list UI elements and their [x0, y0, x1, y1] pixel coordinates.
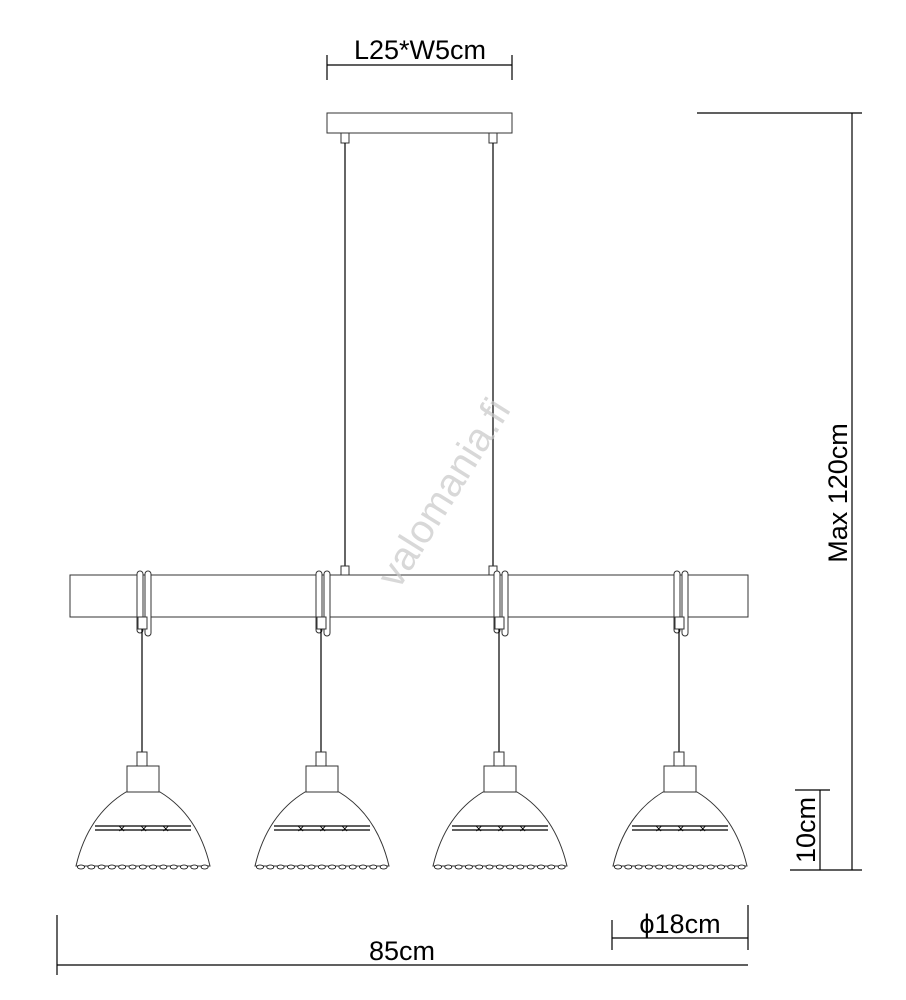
shade-fringe-bead [485, 864, 494, 870]
cord-clamp [674, 616, 685, 630]
svg-text:✕: ✕ [475, 824, 483, 834]
shade-fringe-bead [537, 864, 545, 870]
canopy-connector-left [340, 132, 350, 144]
shade-fringe-bead [727, 864, 736, 870]
svg-text:✕: ✕ [655, 824, 663, 834]
shade-fringe-bead [169, 864, 178, 870]
shade-fringe-bead [338, 864, 347, 870]
shade-fringe-bead [276, 864, 285, 870]
shade-height-label: 10cm [791, 797, 821, 863]
shade-fringe-bead [717, 864, 725, 870]
cord-grip [673, 751, 685, 767]
pendant-lamp-4: ✕ ✕ ✕ [612, 570, 748, 870]
shade-fringe-bead [348, 864, 357, 870]
shade-fringe-bead [200, 864, 209, 870]
cord-grip [493, 751, 505, 767]
shade-fringe-bead [97, 864, 106, 870]
shade-fringe-bead [108, 864, 116, 870]
shade-fringe-bead [645, 864, 653, 870]
cord-grip [136, 751, 148, 767]
canopy-connector-right [488, 132, 498, 144]
lamp-shade [254, 791, 390, 867]
svg-text:✕: ✕ [699, 824, 707, 834]
shade-fringe-bead [434, 864, 442, 870]
shade-fringe-bead [444, 864, 453, 870]
svg-text:✕: ✕ [297, 824, 305, 834]
wooden-beam [69, 574, 749, 618]
shade-fringe-bead [180, 864, 188, 870]
lamp-socket [305, 765, 339, 793]
cord-clamp [316, 616, 327, 630]
canopy-dimension-label: L25*W5cm [354, 35, 486, 65]
total-length-label: 85cm [369, 936, 435, 966]
pendant-lamp-3: ✕ ✕ ✕ [432, 570, 568, 870]
shade-fringe-bead [454, 864, 463, 870]
shade-diameter-label: ϕ18cm [639, 909, 720, 939]
shade-fringe-bead [686, 864, 694, 870]
shade-fringe-bead [159, 864, 168, 870]
shade-fringe-bead [547, 864, 556, 870]
svg-text:✕: ✕ [140, 824, 148, 834]
shade-fringe-bead [737, 864, 746, 870]
shade-fringe-bead [665, 864, 674, 870]
shade-fringe-bead [614, 864, 622, 870]
shade-fringe-bead [328, 864, 337, 870]
shade-fringe-bead [464, 864, 473, 870]
shade-fringe-bead [624, 864, 633, 870]
shade-fringe-bead [706, 864, 715, 870]
lamp-socket [663, 765, 697, 793]
shade-fringe-bead [118, 864, 127, 870]
svg-text:✕: ✕ [519, 824, 527, 834]
svg-text:✕: ✕ [118, 824, 126, 834]
shade-fringe-bead [307, 864, 316, 870]
shade-fringe-bead [379, 864, 388, 870]
shade-fringe-bead [149, 864, 158, 870]
lamp-shade [432, 791, 568, 867]
pendant-lamp-1: ✕ ✕ ✕ [75, 570, 211, 870]
shade-fringe-bead [138, 864, 147, 870]
shade-fringe-bead [87, 864, 96, 870]
lamp-shade [75, 791, 211, 867]
svg-text:✕: ✕ [162, 824, 170, 834]
shade-fringe-bead [359, 864, 367, 870]
shade-fringe-bead [128, 864, 137, 870]
shade-fringe-bead [317, 864, 326, 870]
shade-fringe-bead [266, 864, 275, 870]
shade-fringe-bead [506, 864, 515, 870]
shade-fringe-bead [495, 864, 504, 870]
dimension-lines: L25*W5cm Max 120cm 10cm ϕ18cm 85cm [56, 35, 862, 975]
shade-fringe-bead [190, 864, 199, 870]
lamp-socket [483, 765, 517, 793]
shade-fringe-bead [297, 864, 306, 870]
shade-fringe-bead [675, 864, 684, 870]
svg-text:✕: ✕ [319, 824, 327, 834]
cord-clamp [137, 616, 148, 630]
shade-fringe-bead [526, 864, 535, 870]
pendant-lamp-2: ✕ ✕ ✕ [254, 570, 390, 870]
max-height-label: Max 120cm [823, 423, 853, 563]
watermark: valomania.fi [369, 391, 519, 595]
lamp-drawing: ✕ ✕ ✕ ✕ ✕ ✕ ✕ ✕ ✕ ✕ ✕ ✕ [69, 112, 749, 870]
shade-fringe-bead [655, 864, 664, 870]
shade-fringe-bead [557, 864, 566, 870]
shade-fringe-bead [77, 864, 85, 870]
svg-text:✕: ✕ [677, 824, 685, 834]
svg-text:✕: ✕ [497, 824, 505, 834]
canopy [326, 112, 513, 134]
shade-fringe-bead [696, 864, 705, 870]
svg-text:✕: ✕ [341, 824, 349, 834]
lamp-shade [612, 791, 748, 867]
cord-clamp [494, 616, 505, 630]
lamp-socket [126, 765, 160, 793]
shade-fringe-bead [256, 864, 264, 870]
beam-connector-left [340, 565, 350, 576]
shade-fringe-bead [286, 864, 295, 870]
cord-grip [315, 751, 327, 767]
shade-fringe-bead [516, 864, 525, 870]
shade-fringe-bead [369, 864, 378, 870]
shade-fringe-bead [475, 864, 484, 870]
shade-fringe-bead [634, 864, 643, 870]
